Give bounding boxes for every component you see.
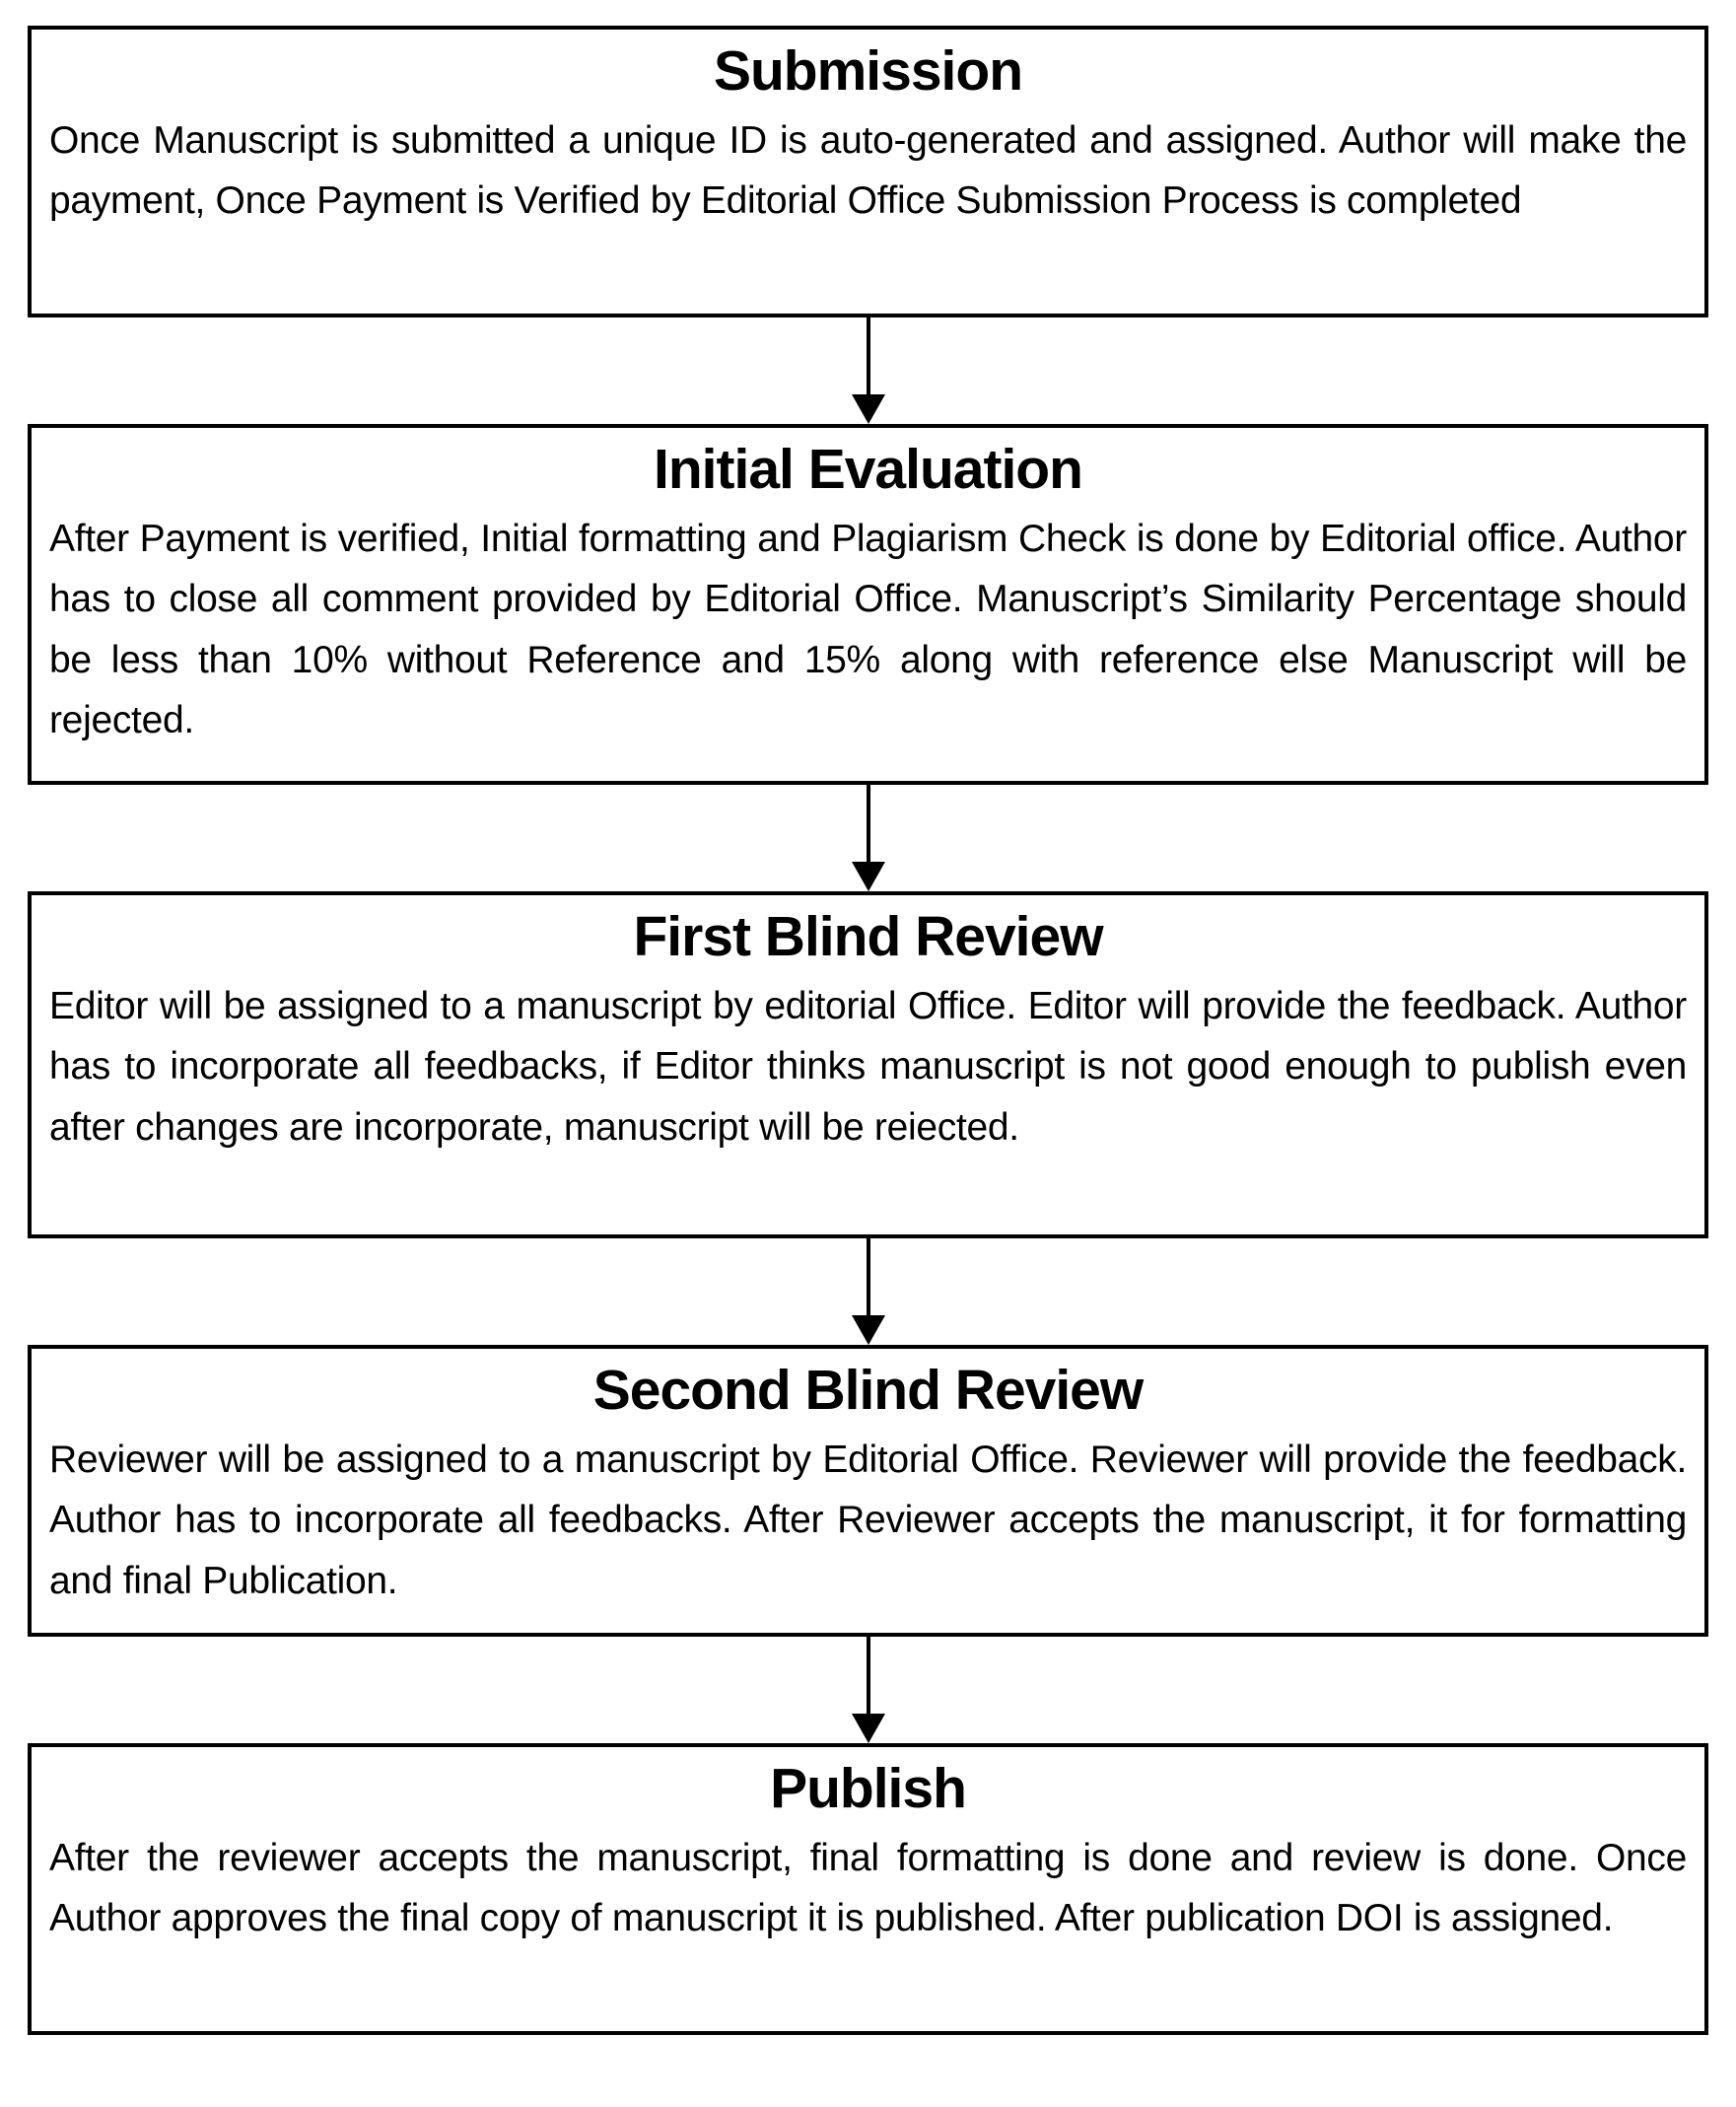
flow-box-second-blind-review: Second Blind Review Reviewer will be ass… — [28, 1345, 1708, 1637]
box-title-second-blind-review: Second Blind Review — [592, 1359, 1144, 1422]
arrow-head — [851, 394, 885, 424]
arrow-head — [851, 1714, 885, 1743]
box-body-first-blind-review: Editor will be assigned to a manuscript … — [49, 984, 1687, 1149]
box-title-publish: Publish — [770, 1757, 967, 1820]
arrow-shaft — [866, 785, 870, 864]
down-arrow-icon — [28, 1637, 1708, 1743]
box-body-publish: After the reviewer accepts the manuscrip… — [49, 1836, 1687, 1940]
flow-box-first-blind-review: First Blind Review Editor will be assign… — [28, 891, 1708, 1238]
down-arrow-icon — [28, 317, 1708, 424]
flow-box-submission: Submission Once Manuscript is submitted … — [28, 26, 1708, 317]
box-title-first-blind-review: First Blind Review — [633, 905, 1103, 968]
down-arrow-icon — [28, 785, 1708, 891]
arrow-head — [851, 1315, 885, 1345]
arrow-shaft — [866, 317, 870, 396]
box-body-initial-evaluation: After Payment is verified, Initial forma… — [49, 517, 1687, 742]
arrow-shaft — [866, 1238, 870, 1317]
down-arrow-icon — [28, 1238, 1708, 1345]
box-title-initial-evaluation: Initial Evaluation — [654, 438, 1083, 501]
flow-box-initial-evaluation: Initial Evaluation After Payment is veri… — [28, 424, 1708, 785]
arrow-head — [851, 862, 885, 891]
box-title-submission: Submission — [713, 39, 1023, 103]
arrow-shaft — [866, 1637, 870, 1716]
box-body-second-blind-review: Reviewer will be assigned to a manuscrip… — [49, 1438, 1687, 1602]
flow-box-publish: Publish After the reviewer accepts the m… — [28, 1743, 1708, 2035]
box-body-submission: Once Manuscript is submitted a unique ID… — [49, 118, 1687, 223]
